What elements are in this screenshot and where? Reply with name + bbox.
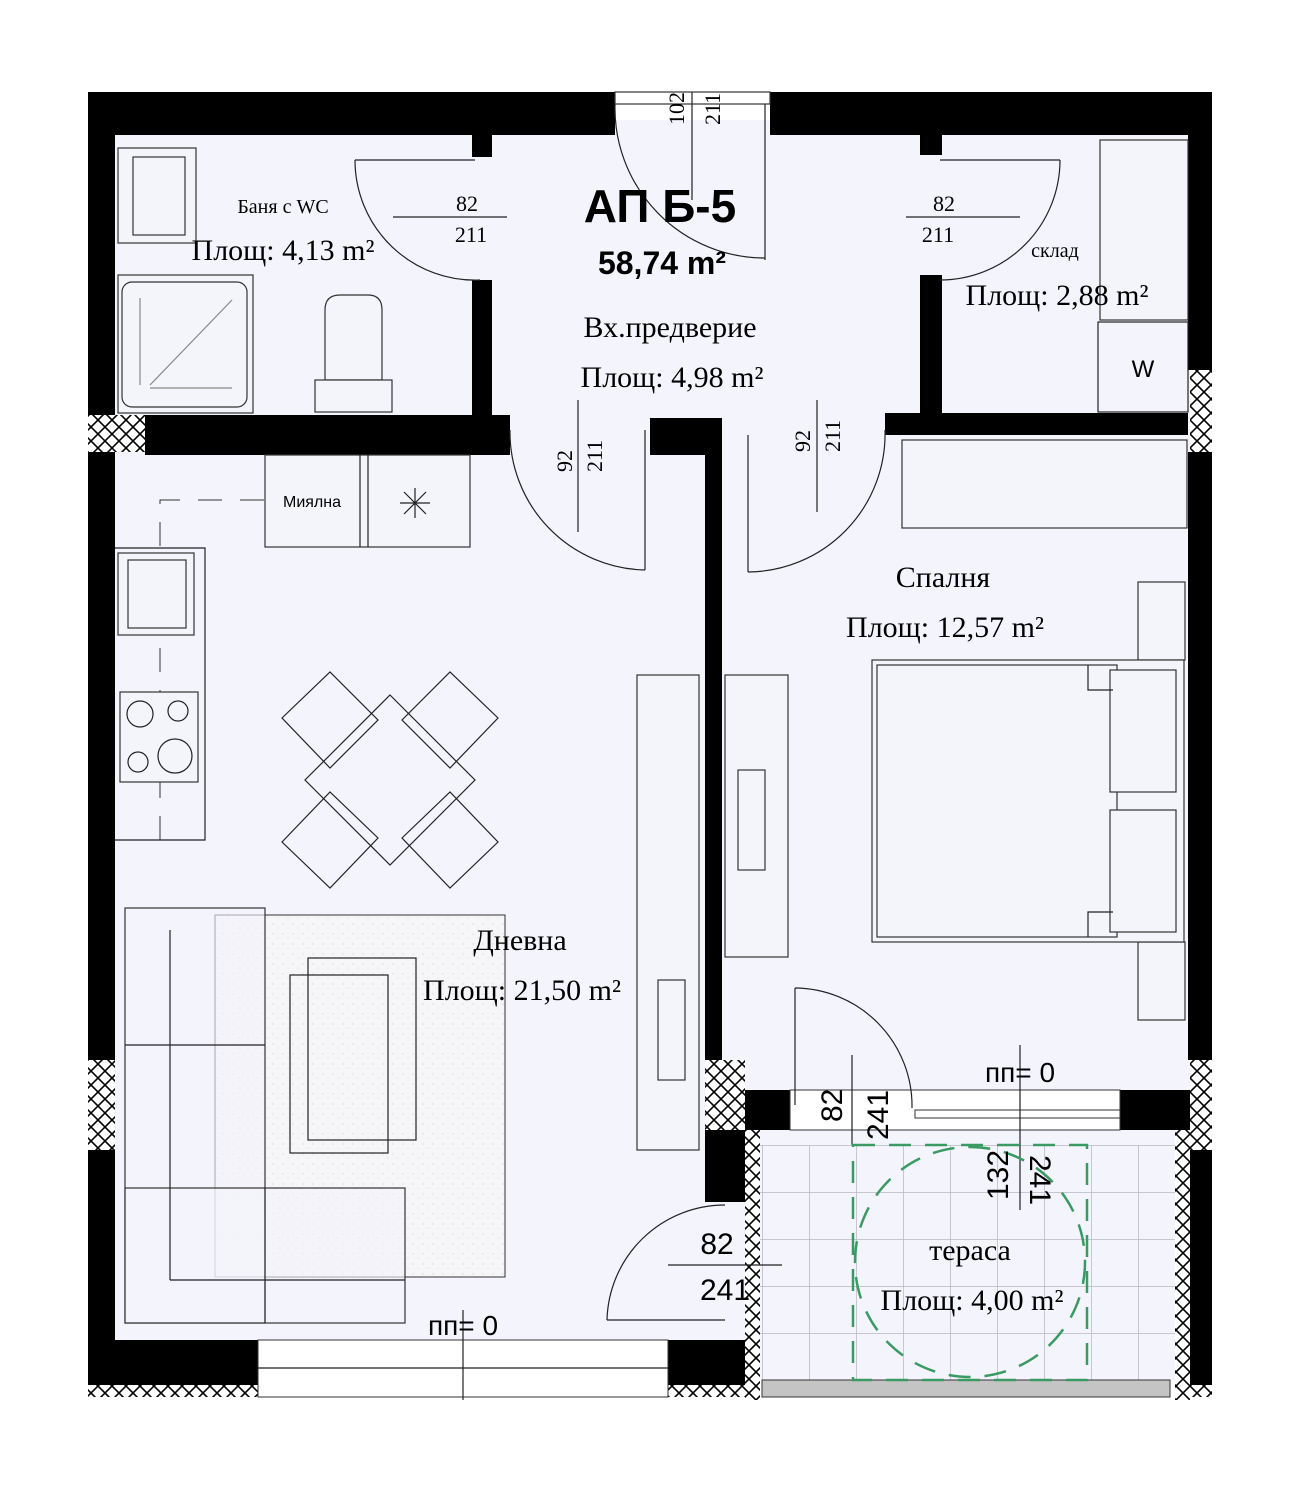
hall-area: Площ: 4,98 m² — [581, 361, 764, 394]
terrace-window-width: 132 — [982, 1150, 1015, 1200]
terrace-floor — [760, 1145, 1175, 1380]
bathroom-area: Площ: 4,13 m² — [192, 234, 375, 267]
living-name: Дневна — [473, 924, 566, 957]
bathroom-door-height: 211 — [455, 222, 487, 247]
apartment-code: АП Б-5 — [584, 180, 736, 232]
level-bedroom: пп= 0 — [985, 1057, 1055, 1088]
living-door-width: 92 — [552, 450, 577, 472]
bedroom-area: Площ: 12,57 m² — [846, 611, 1044, 644]
bathroom-name: Баня с WC — [237, 196, 328, 218]
entrance-door-width: 102 — [664, 92, 689, 125]
hall-name: Вх.предверие — [583, 311, 756, 344]
dimension-lines — [393, 92, 1021, 1400]
walls — [88, 92, 1212, 1400]
bathroom-door-width: 82 — [456, 191, 478, 216]
bedroom-door-height: 211 — [820, 420, 845, 452]
living-terrace-door-height: 241 — [700, 1274, 750, 1307]
living-area: Площ: 21,50 m² — [423, 974, 621, 1007]
living-terrace-door-width: 82 — [700, 1228, 733, 1261]
turning-circle — [851, 1143, 1089, 1382]
sink-label: Миялна — [283, 494, 341, 511]
bedroom-name: Спалня — [896, 561, 991, 594]
bedroom-terrace-door-height: 241 — [862, 1090, 895, 1140]
living-door-height: 211 — [582, 440, 607, 472]
apartment-total-area: 58,74 m² — [598, 245, 726, 281]
storage-door-height: 211 — [922, 222, 954, 247]
storage-name: склад — [1031, 240, 1079, 262]
entrance-door-height: 211 — [700, 93, 725, 125]
level-living: пп= 0 — [428, 1310, 498, 1341]
terrace-area: Площ: 4,00 m² — [881, 1284, 1064, 1317]
bedroom-terrace-door-width: 82 — [816, 1089, 849, 1122]
storage-area: Площ: 2,88 m² — [966, 279, 1149, 312]
storage-door-width: 82 — [933, 191, 955, 216]
furniture — [115, 139, 1189, 1324]
bedroom-door-width: 92 — [790, 430, 815, 452]
terrace-window-height: 241 — [1023, 1155, 1056, 1205]
storage-w-label: W — [1132, 356, 1155, 383]
terrace-name: тераса — [929, 1234, 1011, 1267]
